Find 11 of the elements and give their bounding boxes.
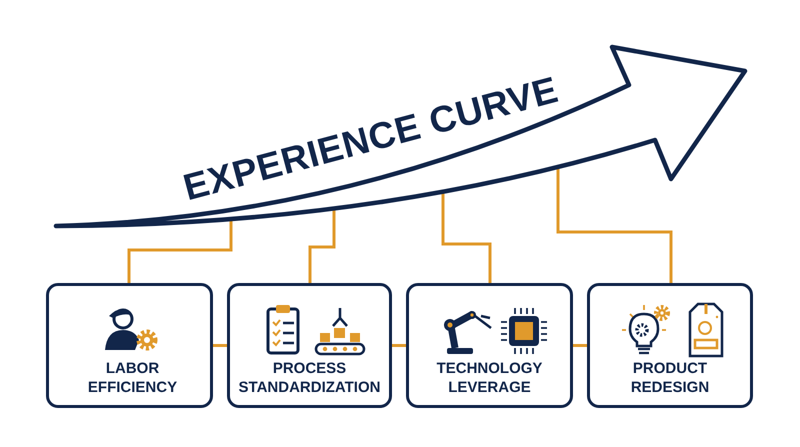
- connector-line: [213, 344, 227, 347]
- category-card: [46, 283, 213, 408]
- connector-line: [392, 344, 406, 347]
- category-card: [406, 283, 573, 408]
- card-label: PROCESS STANDARDIZATION: [238, 359, 382, 397]
- connector-line: [573, 344, 587, 347]
- card-label: LABOR EFFICIENCY: [86, 359, 178, 397]
- category-card: [227, 283, 392, 408]
- card-label: TECHNOLOGY LEVERAGE: [436, 359, 544, 397]
- card-label: PRODUCT REDESIGN: [630, 359, 710, 397]
- category-card: [587, 283, 753, 408]
